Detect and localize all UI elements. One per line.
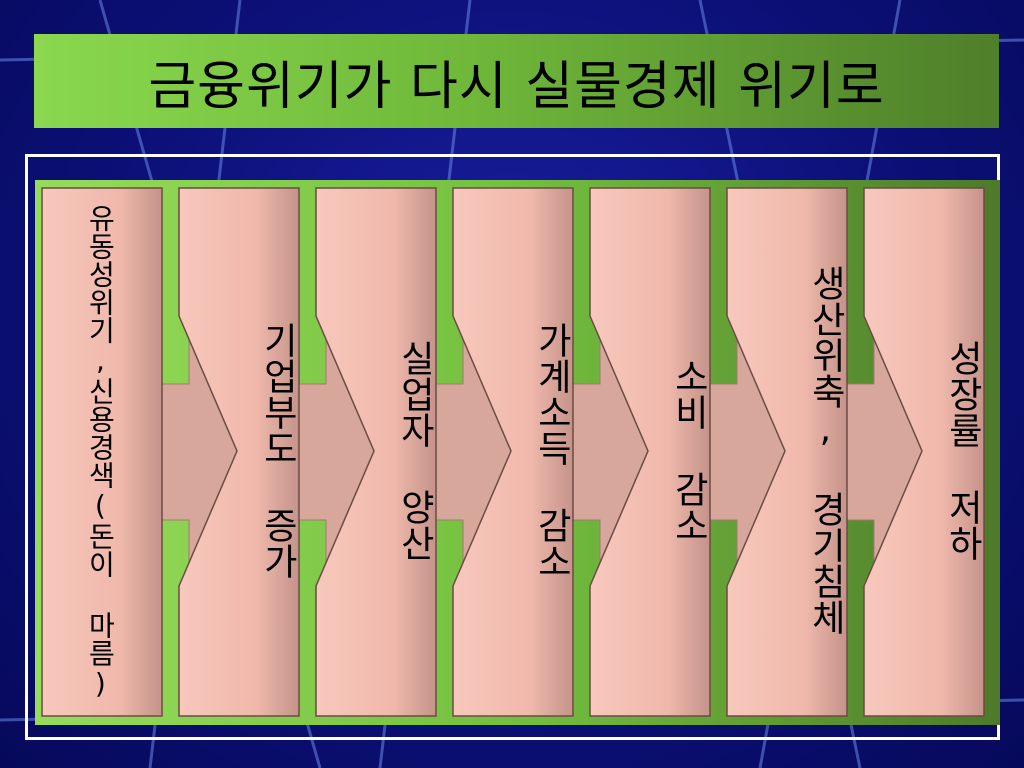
step-box	[178, 187, 300, 717]
page-title: 금융위기가 다시 실물경제 위기로	[148, 56, 885, 117]
step-box	[589, 187, 711, 717]
step-label: 생산위축, 경기침체	[804, 265, 846, 635]
step-box	[726, 187, 848, 717]
step-box	[452, 187, 574, 717]
step-box	[315, 187, 437, 717]
step-box	[863, 187, 985, 717]
step-label: 유동성위기,신용경색(돈이 마름)	[83, 204, 117, 700]
step-label: 성장률 저하	[941, 339, 983, 561]
step-label: 기업부도 증가	[256, 321, 298, 579]
step-label: 실업자 양산	[393, 339, 435, 561]
step-label: 소비 감소	[667, 357, 709, 543]
step-box	[41, 187, 163, 717]
step-label: 가계소득 감소	[530, 321, 572, 579]
title-bar: 금융위기가 다시 실물경제 위기로	[34, 34, 999, 128]
